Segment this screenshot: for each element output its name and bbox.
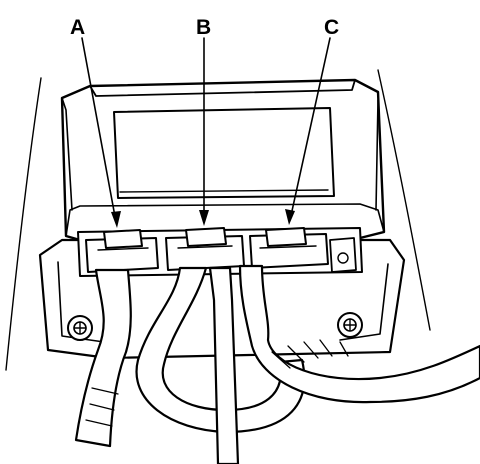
leader-line-c [285, 37, 331, 225]
wire-harness-a [74, 268, 132, 448]
leader-line-a [81, 37, 121, 228]
connector-a [85, 229, 159, 273]
right-mounting-bolt [337, 312, 363, 338]
connector-c [249, 227, 329, 269]
callout-label-c: C [324, 16, 339, 39]
leader-line-b [199, 37, 209, 226]
housing-label-plate [113, 107, 335, 199]
wire-harness-b [135, 266, 306, 464]
console-panel-outline [5, 69, 431, 371]
connector-b [165, 227, 245, 271]
left-mounting-bolt [67, 315, 93, 341]
right-clip [329, 237, 357, 273]
callout-label-b: B [196, 16, 211, 39]
callout-label-a: A [70, 16, 85, 39]
